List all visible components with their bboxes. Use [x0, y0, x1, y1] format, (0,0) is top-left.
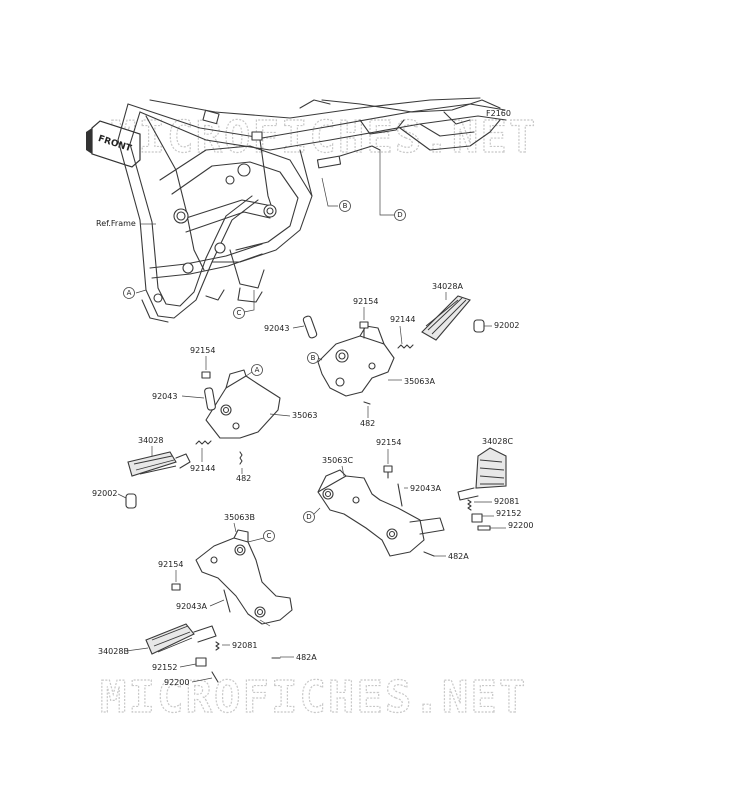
svg-text:D: D [397, 211, 402, 219]
callout-b-part: B [307, 352, 319, 364]
label-c-92043a: 92043A [176, 602, 207, 611]
label-b-92043: 92043 [264, 324, 289, 333]
label-c-92154: 92154 [158, 560, 183, 569]
callout-a-frame: A [123, 287, 135, 299]
label-a-34028: 34028 [138, 436, 163, 445]
label-d-482a: 482A [448, 552, 469, 561]
label-b-92002: 92002 [494, 321, 519, 330]
label-d-35063c: 35063C [322, 456, 353, 465]
label-a-482: 482 [236, 474, 251, 483]
label-c-35063b: 35063B [224, 513, 255, 522]
label-a-35063: 35063 [292, 411, 317, 420]
callout-c-frame: C [233, 307, 245, 319]
callout-a-part: A [251, 364, 263, 376]
callout-c-part: C [263, 530, 275, 542]
svg-text:C: C [267, 532, 272, 540]
label-d-92200: 92200 [508, 521, 533, 530]
svg-text:B: B [343, 202, 348, 210]
assembly-b [302, 295, 485, 405]
svg-text:B: B [311, 354, 316, 362]
figure-code: F2160 [486, 109, 511, 118]
label-b-482: 482 [360, 419, 375, 428]
watermark-bottom: MICROFICHES.NET [100, 672, 527, 723]
svg-text:D: D [306, 513, 311, 521]
callout-d-frame: D [394, 209, 406, 221]
label-d-92152: 92152 [496, 509, 521, 518]
label-c-34028b: 34028B [98, 647, 129, 656]
assembly-c [145, 529, 293, 683]
label-b-92144: 92144 [390, 315, 415, 324]
assembly-a [125, 369, 281, 509]
svg-text:A: A [255, 366, 260, 374]
svg-text:C: C [237, 309, 242, 317]
watermark-top: MICROFICHES.NET [110, 112, 537, 163]
label-c-482a: 482A [296, 653, 317, 662]
label-b-34028a: 34028A [432, 282, 463, 291]
front-arrow-icon: FRONT [86, 120, 141, 168]
label-c-92081: 92081 [232, 641, 257, 650]
label-a-92154: 92154 [190, 346, 215, 355]
label-c-92152: 92152 [152, 663, 177, 672]
label-a-92043: 92043 [152, 392, 177, 401]
label-c-92200: 92200 [164, 678, 189, 687]
label-b-35063a: 35063A [404, 377, 435, 386]
label-a-92002: 92002 [92, 489, 117, 498]
label-d-92081: 92081 [494, 497, 519, 506]
frame-drawing [117, 97, 507, 323]
label-b-92154: 92154 [353, 297, 378, 306]
svg-text:A: A [127, 289, 132, 297]
label-d-92154: 92154 [376, 438, 401, 447]
label-d-34028c: 34028C [482, 437, 513, 446]
frame-label: Ref.Frame [96, 219, 136, 228]
label-d-92043a: 92043A [410, 484, 441, 493]
label-a-92144: 92144 [190, 464, 215, 473]
callout-d-part: D [303, 511, 315, 523]
callout-b-frame: B [339, 200, 351, 212]
